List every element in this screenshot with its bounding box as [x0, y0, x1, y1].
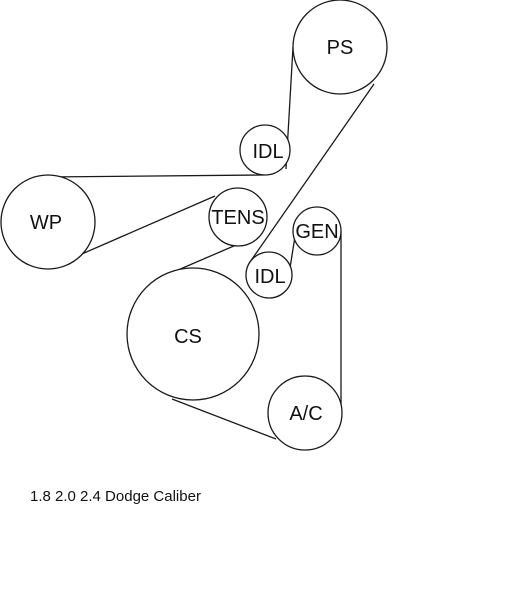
pulley-wp-label: WP — [30, 212, 62, 234]
pulley-cs-circle — [126, 267, 260, 401]
pulley-ps: PS — [292, 0, 388, 95]
pulley-tens-label: TENS — [211, 207, 264, 229]
pulley-gen-circle — [292, 206, 342, 256]
pulley-ac-circle — [267, 375, 343, 451]
engine-caption: 1.8 2.0 2.4 Dodge Caliber — [30, 488, 201, 505]
belt-segment-ps-to-idl-lower — [249, 83, 375, 263]
pulley-idl-upper-label: IDL — [252, 141, 283, 163]
pulley-idl-lower-label: IDL — [254, 266, 285, 288]
pulley-ps-circle — [292, 0, 388, 95]
pulley-idl-lower: IDL — [245, 251, 293, 299]
pulley-cs: CS — [126, 267, 260, 401]
pulley-cs-label: CS — [174, 326, 202, 348]
pulley-wp: WP — [0, 174, 96, 270]
pulley-idl-upper-circle — [239, 124, 291, 176]
pulley-ac: A/C — [267, 375, 343, 451]
pulley-gen-label: GEN — [295, 221, 338, 243]
pulley-tens-circle — [208, 187, 268, 247]
pulley-tens: TENS — [208, 187, 268, 247]
pulley-wp-circle — [0, 174, 96, 270]
pulley-ps-label: PS — [327, 37, 354, 59]
pulley-idl-lower-circle — [245, 251, 293, 299]
belt-segment-cs-to-ac — [171, 398, 277, 440]
pulley-gen: GEN — [292, 206, 342, 256]
belt-segment-idl-to-wp-top — [44, 174, 265, 178]
pulley-ac-label: A/C — [289, 403, 322, 425]
pulley-idl-upper: IDL — [239, 124, 291, 176]
